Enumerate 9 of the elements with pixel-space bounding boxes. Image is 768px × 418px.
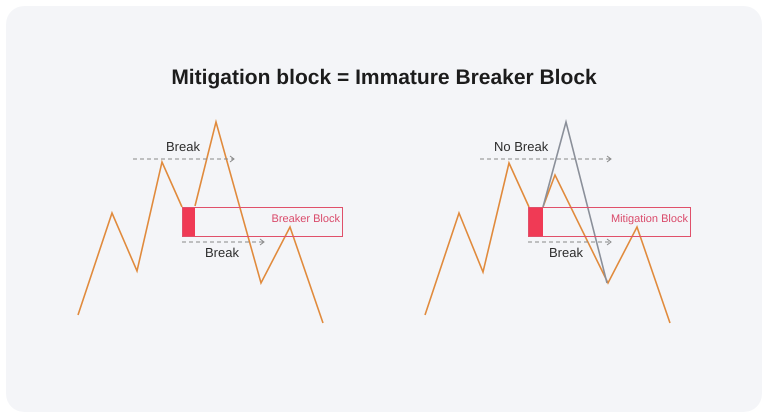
level-label: Break: [549, 245, 583, 260]
zone-label: Breaker Block: [272, 213, 340, 225]
level-label: Break: [205, 245, 239, 260]
title: Mitigation block = Immature Breaker Block: [170, 66, 598, 90]
level-label: No Break: [494, 139, 548, 154]
level-label: Break: [166, 139, 200, 154]
zone-label: Mitigation Block: [610, 213, 688, 225]
block-zone: [528, 207, 691, 237]
block-zone: [182, 207, 343, 237]
